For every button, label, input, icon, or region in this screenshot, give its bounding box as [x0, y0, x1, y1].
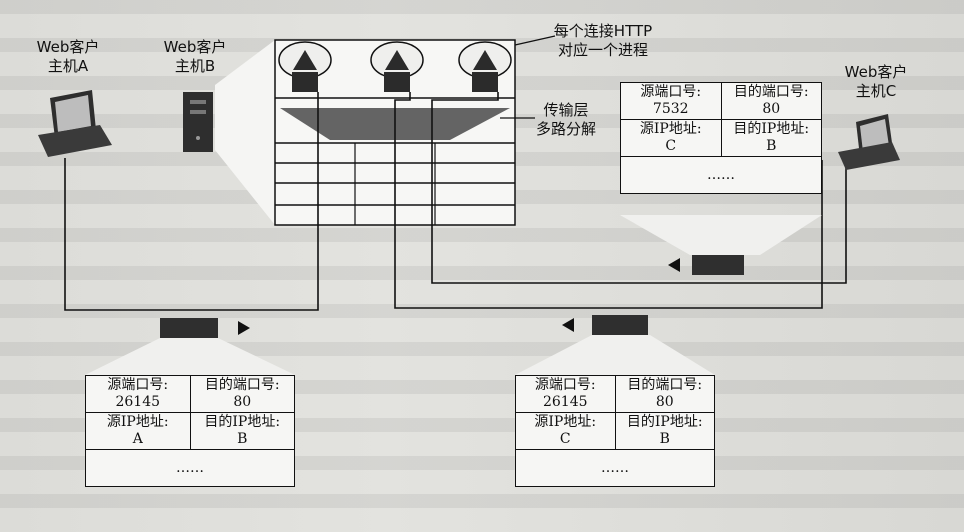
ellipsis-cell: ……: [86, 450, 295, 487]
arrow-left-icon: [668, 258, 680, 272]
src-port-label: 源端口号:: [90, 377, 186, 394]
ellipsis-cell: ……: [516, 450, 715, 487]
src-ip-value: C: [520, 431, 611, 448]
dst-ip-label: 目的IP地址:: [620, 414, 711, 431]
dst-ip-label: 目的IP地址:: [726, 121, 818, 138]
arrow-right-icon: [238, 321, 250, 335]
segment-box-a: [160, 318, 218, 338]
segment-header-c-lower: 源端口号: 26145 目的端口号: 80 源IP地址: C 目的IP地址: B…: [515, 375, 715, 487]
dst-port-label: 目的端口号:: [620, 377, 711, 394]
host-b-label-line2: 主机B: [175, 57, 215, 75]
src-ip-value: A: [90, 431, 186, 448]
host-b-label: Web客户 主机B: [155, 38, 235, 76]
process-note: 每个连接HTTP 对应一个进程: [548, 22, 658, 60]
ellipsis-cell: ……: [621, 157, 822, 194]
dst-port-value: 80: [195, 394, 291, 411]
host-c-label-line2: 主机C: [856, 82, 896, 100]
demux-note-line1: 传输层: [543, 101, 588, 119]
src-ip-value: C: [625, 138, 717, 155]
src-ip-label: 源IP地址:: [625, 121, 717, 138]
src-port-cell: 源端口号: 26145: [86, 376, 191, 413]
host-a-label: Web客户 主机A: [28, 38, 108, 76]
process-note-line2: 对应一个进程: [558, 41, 648, 59]
src-port-cell: 源端口号: 7532: [621, 83, 722, 120]
src-port-value: 26145: [90, 394, 186, 411]
src-port-value: 7532: [625, 101, 717, 118]
demux-note: 传输层 多路分解: [532, 101, 600, 139]
dst-ip-value: B: [620, 431, 711, 448]
host-a-computer: [38, 90, 112, 157]
dst-port-value: 80: [726, 101, 818, 118]
host-b-server: [183, 92, 213, 152]
dst-ip-cell: 目的IP地址: B: [615, 413, 715, 450]
dst-port-cell: 目的端口号: 80: [190, 376, 295, 413]
segment-a-projection: [85, 338, 295, 375]
src-ip-cell: 源IP地址: A: [86, 413, 191, 450]
demux-note-line2: 多路分解: [536, 120, 596, 138]
src-ip-cell: 源IP地址: C: [621, 120, 722, 157]
segment-box-c-lower: [592, 315, 648, 335]
src-ip-label: 源IP地址:: [90, 414, 186, 431]
host-a-label-line2: 主机A: [48, 57, 88, 75]
dst-port-value: 80: [620, 394, 711, 411]
dst-ip-label: 目的IP地址:: [195, 414, 291, 431]
dst-port-cell: 目的端口号: 80: [615, 376, 715, 413]
host-a-label-line1: Web客户: [37, 38, 100, 56]
host-b-label-line1: Web客户: [164, 38, 227, 56]
dst-port-label: 目的端口号:: [195, 377, 291, 394]
dst-ip-cell: 目的IP地址: B: [190, 413, 295, 450]
src-port-label: 源端口号:: [625, 84, 717, 101]
arrow-left-icon: [562, 318, 574, 332]
segment-header-a: 源端口号: 26145 目的端口号: 80 源IP地址: A 目的IP地址: B…: [85, 375, 295, 487]
dst-port-cell: 目的端口号: 80: [721, 83, 822, 120]
segment-box-c-upper: [692, 255, 744, 275]
src-port-cell: 源端口号: 26145: [516, 376, 616, 413]
src-port-value: 26145: [520, 394, 611, 411]
src-ip-label: 源IP地址:: [520, 414, 611, 431]
segment-c-upper-projection: [620, 215, 822, 255]
src-port-label: 源端口号:: [520, 377, 611, 394]
segment-c-lower-projection: [515, 335, 715, 375]
host-c-computer: [838, 114, 900, 170]
dst-ip-cell: 目的IP地址: B: [721, 120, 822, 157]
dst-ip-value: B: [195, 431, 291, 448]
segment-header-c-upper: 源端口号: 7532 目的端口号: 80 源IP地址: C 目的IP地址: B …: [620, 82, 822, 194]
src-ip-cell: 源IP地址: C: [516, 413, 616, 450]
process-note-line1: 每个连接HTTP: [554, 22, 652, 40]
host-c-label: Web客户 主机C: [836, 63, 916, 101]
dst-port-label: 目的端口号:: [726, 84, 818, 101]
dst-ip-value: B: [726, 138, 818, 155]
host-c-label-line1: Web客户: [845, 63, 908, 81]
